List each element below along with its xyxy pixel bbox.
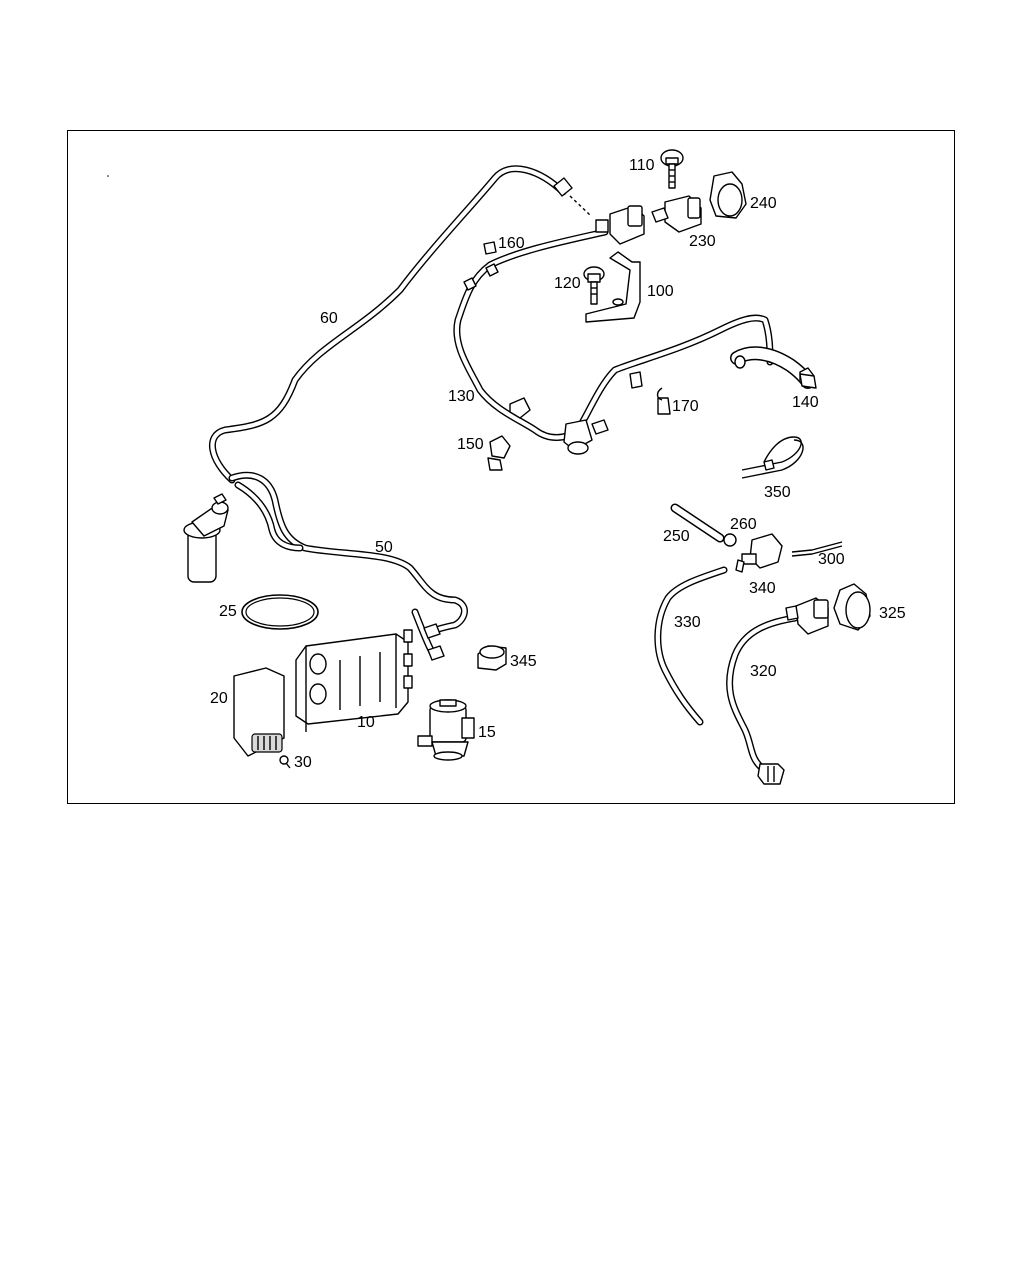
canister-10 <box>295 629 413 732</box>
label-330: 330 <box>674 614 701 631</box>
label-240: 240 <box>750 195 777 212</box>
label-25: 25 <box>219 603 237 620</box>
label-350: 350 <box>764 484 791 501</box>
valve-320 <box>785 597 829 635</box>
connector-60-end <box>553 177 591 216</box>
label-340: 340 <box>749 580 776 597</box>
label-110: 110 <box>629 157 655 174</box>
valve-15 <box>417 699 475 761</box>
label-20: 20 <box>210 690 228 707</box>
label-230: 230 <box>689 233 716 250</box>
label-160: 160 <box>498 235 525 252</box>
bolt-110 <box>660 149 684 189</box>
cable-tie-350 <box>741 436 804 479</box>
label-10: 10 <box>357 714 375 731</box>
clip-150 <box>487 397 531 471</box>
clamp-325 <box>833 583 871 631</box>
wire-300 <box>791 541 843 557</box>
clamp-140 <box>799 373 817 389</box>
filter-20 <box>233 667 285 757</box>
valve-230 <box>595 195 702 245</box>
pump-sensor <box>183 493 229 583</box>
cap-345 <box>477 645 507 671</box>
label-320: 320 <box>750 663 777 680</box>
tube-250 <box>670 503 725 543</box>
label-120: 120 <box>554 275 581 292</box>
label-30: 30 <box>294 754 312 771</box>
tube-60 <box>208 165 567 484</box>
label-260: 260 <box>730 516 757 533</box>
bracket-100 <box>585 251 641 323</box>
diagram-frame <box>67 130 955 804</box>
tube-330 <box>654 566 728 726</box>
label-250: 250 <box>663 528 690 545</box>
label-100: 100 <box>647 283 674 300</box>
seal-ring-25 <box>241 594 319 630</box>
label-140: 140 <box>792 394 819 411</box>
clip-170 <box>629 371 671 415</box>
label-130: 130 <box>448 388 475 405</box>
connector-130-bottom <box>563 419 609 455</box>
label-15: 15 <box>478 724 496 741</box>
connectors-50-end <box>423 623 445 661</box>
clip-160 <box>463 241 499 291</box>
label-170: 170 <box>672 398 699 415</box>
tube-130 <box>453 228 774 441</box>
screw-30 <box>279 755 291 769</box>
label-150: 150 <box>457 436 484 453</box>
valve-340 <box>723 533 783 573</box>
clamp-240 <box>709 171 747 219</box>
label-325: 325 <box>879 605 906 622</box>
tube-320 <box>726 614 799 785</box>
marker-dot <box>107 175 109 177</box>
label-345: 345 <box>510 653 537 670</box>
label-50: 50 <box>375 539 393 556</box>
label-60: 60 <box>320 310 338 327</box>
bolt-120 <box>583 266 605 305</box>
label-300: 300 <box>818 551 845 568</box>
